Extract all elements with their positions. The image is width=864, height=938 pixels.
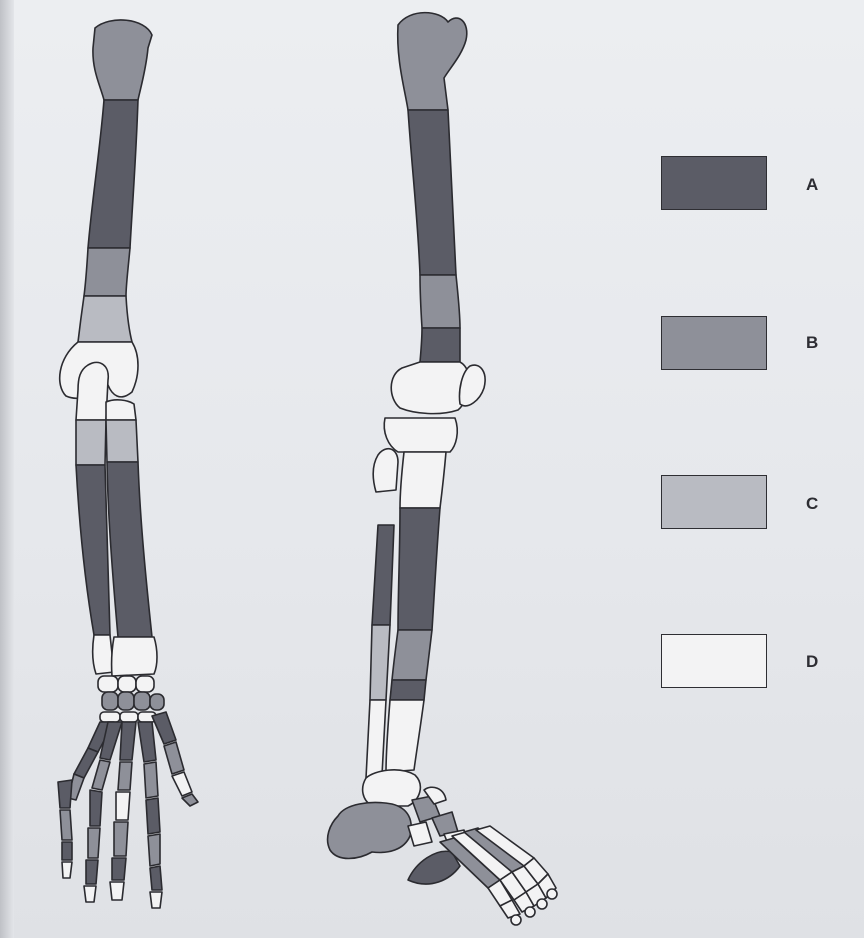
femur-lower-band — [420, 275, 460, 328]
fibula-distal — [366, 700, 386, 778]
calcaneus — [328, 803, 412, 859]
hindlimb — [328, 13, 557, 925]
humerus-head — [93, 20, 152, 100]
radius-upper-band — [76, 420, 106, 465]
digit-5 — [152, 712, 198, 806]
legend-label-c: C — [806, 494, 836, 514]
fibula-shaft — [372, 525, 394, 625]
humerus-lower-band — [84, 248, 130, 296]
ulna-shaft — [107, 462, 152, 637]
legend-swatch-b — [661, 316, 767, 370]
radius-shaft — [76, 465, 110, 635]
legend-label-d: D — [806, 652, 836, 672]
femur-condyle — [391, 362, 469, 414]
humerus-distal — [78, 296, 132, 342]
ulna-distal — [112, 637, 157, 676]
fibula-head — [373, 449, 398, 492]
forelimb — [58, 20, 198, 908]
legend-label-b: B — [806, 333, 836, 353]
tibia-upper — [400, 452, 446, 508]
humerus-shaft — [88, 100, 138, 248]
radius-distal — [93, 635, 114, 674]
femur-shaft — [408, 110, 456, 275]
tibia-distal-band — [390, 680, 426, 700]
tibia-distal — [386, 700, 424, 772]
ulna-proximal — [106, 400, 136, 420]
fibula-mid — [370, 625, 390, 700]
tibia-shaft — [398, 508, 440, 630]
legend-label-a: A — [806, 175, 836, 195]
tibia-lower-band — [392, 630, 432, 680]
ulna-upper-band — [106, 420, 138, 462]
legend-swatch-a — [661, 156, 767, 210]
femur-head — [398, 13, 467, 110]
legend-swatch-c — [661, 475, 767, 529]
legend-swatch-d — [661, 634, 767, 688]
femur-distal-band — [420, 328, 460, 362]
tibia-plateau — [384, 418, 457, 452]
digit-4 — [138, 722, 162, 908]
